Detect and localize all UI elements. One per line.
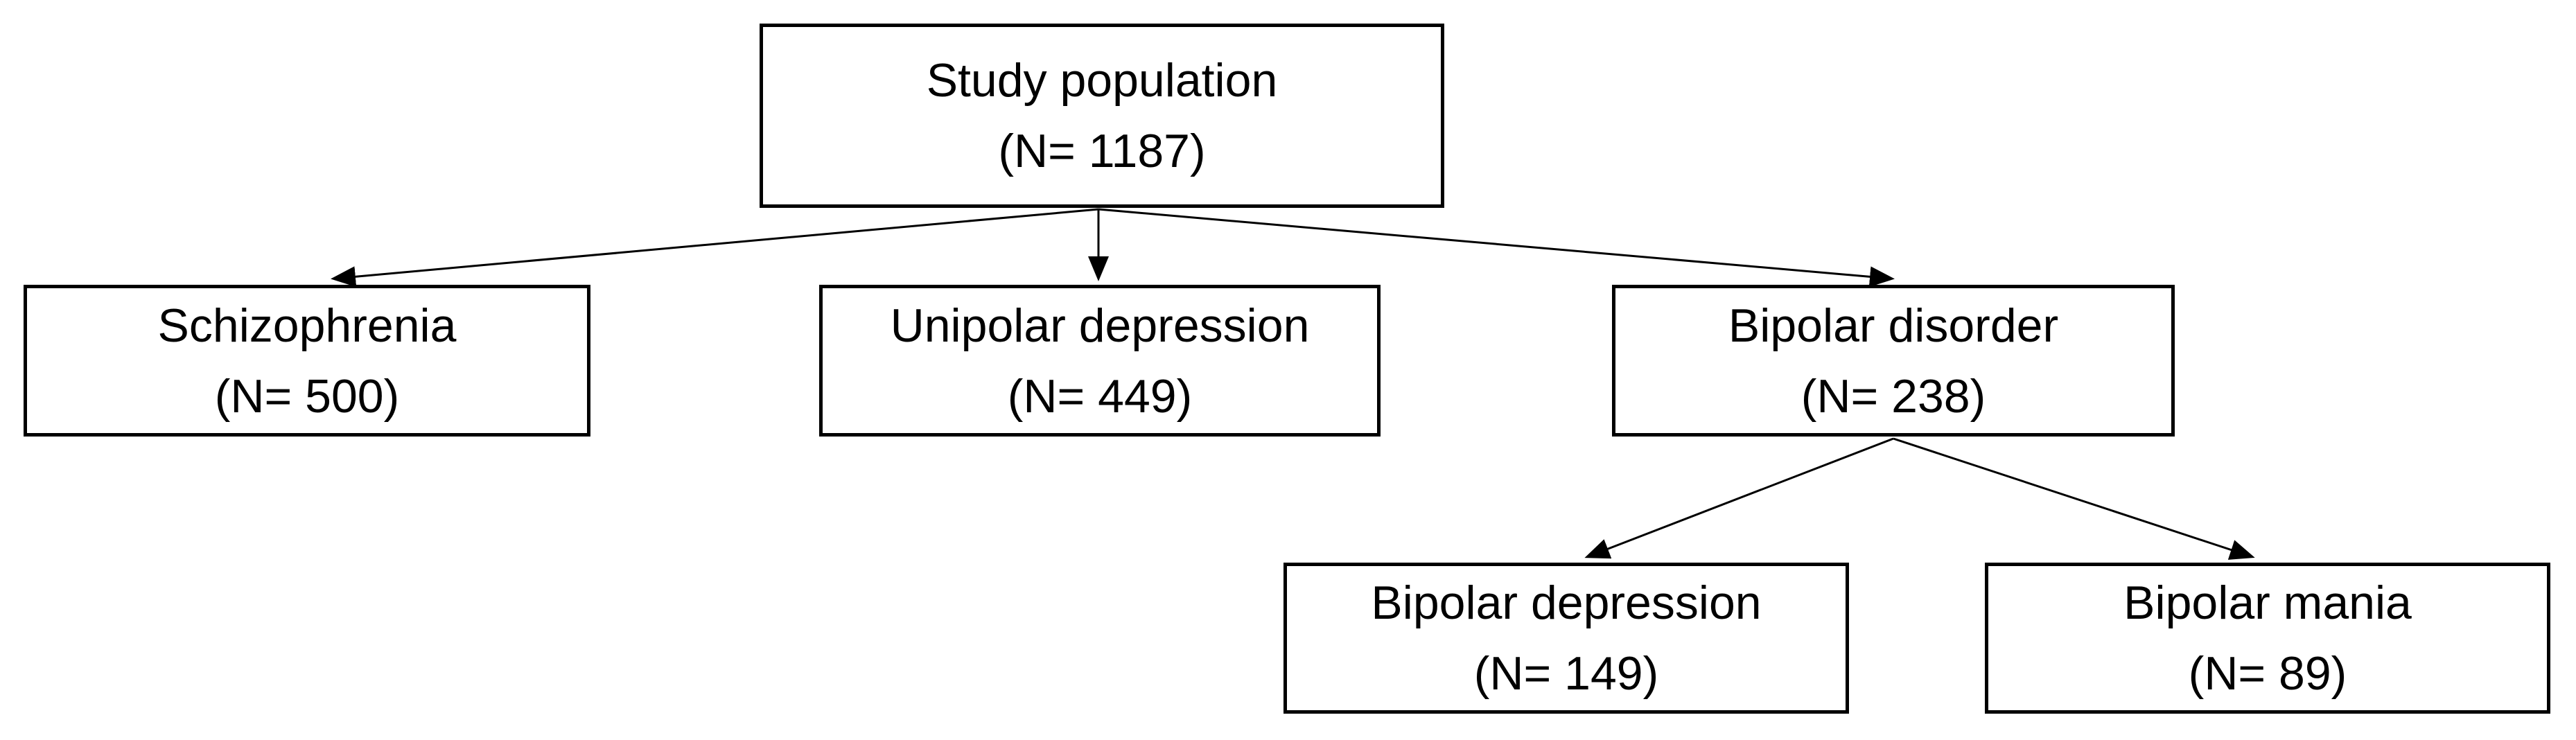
node-bipolar-depression-label: Bipolar depression [1371, 576, 1762, 629]
node-bipolar-disorder: Bipolar disorder (N= 238) [1612, 285, 2175, 437]
node-bipolar-disorder-count: (N= 238) [1800, 369, 1986, 423]
edge-bipolar-disorder-to-bipolar-depression [1584, 437, 1894, 559]
node-bipolar-mania: Bipolar mania (N= 89) [1985, 563, 2550, 714]
node-study-population: Study population (N= 1187) [760, 24, 1444, 208]
node-schizophrenia: Schizophrenia (N= 500) [24, 285, 590, 437]
node-unipolar-depression-count: (N= 449) [1007, 369, 1193, 423]
edge-study-to-schizophrenia [331, 208, 1099, 288]
node-study-population-count: (N= 1187) [998, 125, 1206, 177]
edge-bipolar-disorder-to-bipolar-mania [1893, 437, 2255, 560]
node-schizophrenia-label: Schizophrenia [157, 299, 457, 352]
node-unipolar-depression-label: Unipolar depression [890, 299, 1310, 352]
edge-study-to-bipolar-disorder [1098, 208, 1895, 288]
node-bipolar-disorder-label: Bipolar disorder [1728, 299, 2059, 352]
node-bipolar-mania-count: (N= 89) [2188, 647, 2347, 700]
node-study-population-label: Study population [926, 54, 1278, 107]
node-bipolar-mania-label: Bipolar mania [2123, 576, 2412, 629]
node-bipolar-depression: Bipolar depression (N= 149) [1283, 563, 1849, 714]
node-bipolar-depression-count: (N= 149) [1473, 647, 1659, 700]
node-schizophrenia-count: (N= 500) [214, 369, 400, 423]
node-unipolar-depression: Unipolar depression (N= 449) [819, 285, 1381, 437]
